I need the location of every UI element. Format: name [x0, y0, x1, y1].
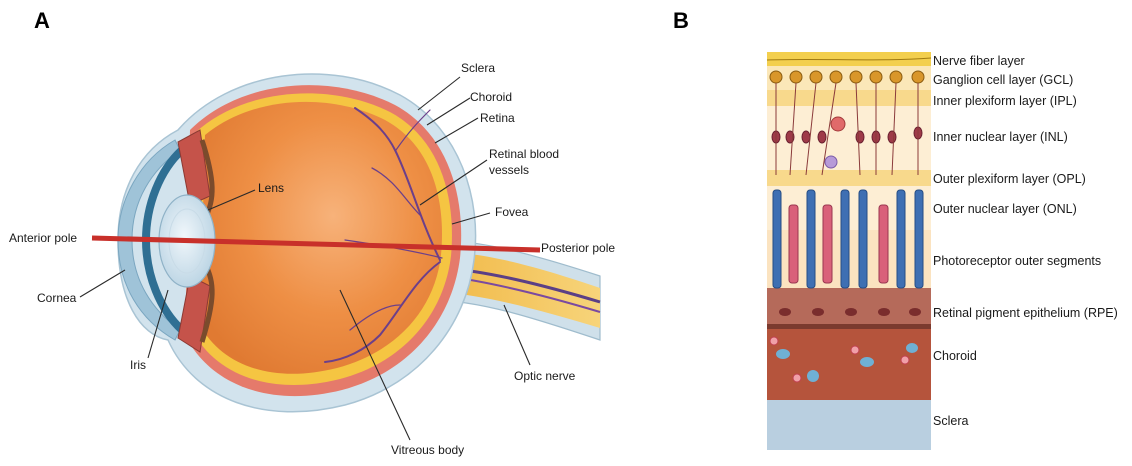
layer-label-ipl: Inner plexiform layer (IPL): [933, 94, 1077, 108]
layer-label-gcl: Ganglion cell layer (GCL): [933, 73, 1073, 87]
label-sclera: Sclera: [461, 61, 495, 75]
panel-a-letter: A: [34, 8, 50, 33]
band-sclera: [767, 400, 931, 450]
layer-label-opl: Outer plexiform layer (OPL): [933, 172, 1086, 186]
label-fovea: Fovea: [495, 205, 529, 219]
layer-label-sclera: Sclera: [933, 414, 968, 428]
horizontal-cell: [825, 156, 837, 168]
band-opl: [767, 170, 931, 186]
label-cornea: Cornea: [37, 291, 77, 305]
label-choroid: Choroid: [470, 90, 512, 104]
label-retinal-vessels-2: vessels: [489, 163, 529, 177]
layer-label-rpe: Retinal pigment epithelium (RPE): [933, 306, 1118, 320]
retina-layers-diagram: [767, 52, 931, 450]
band-bruch: [767, 324, 931, 329]
layer-label-choroid: Choroid: [933, 349, 977, 363]
label-retina: Retina: [480, 111, 515, 125]
panel-b-letter: B: [673, 8, 689, 33]
label-vitreous-body: Vitreous body: [391, 443, 464, 457]
label-optic-nerve: Optic nerve: [514, 369, 576, 383]
band-choroid: [767, 329, 931, 400]
label-posterior-pole: Posterior pole: [541, 241, 615, 255]
label-lens: Lens: [258, 181, 284, 195]
layer-label-nerve-fiber: Nerve fiber layer: [933, 54, 1025, 68]
band-rpe: [767, 288, 931, 324]
eye-cross-section: [92, 74, 600, 412]
label-iris: Iris: [130, 358, 146, 372]
layer-label-inl: Inner nuclear layer (INL): [933, 130, 1068, 144]
label-retinal-vessels-1: Retinal blood: [489, 147, 559, 161]
layer-label-outer-segments: Photoreceptor outer segments: [933, 254, 1101, 268]
label-anterior-pole: Anterior pole: [9, 231, 77, 245]
layer-label-onl: Outer nuclear layer (ONL): [933, 202, 1077, 216]
band-ipl: [767, 90, 931, 106]
amacrine-cell: [831, 117, 845, 131]
